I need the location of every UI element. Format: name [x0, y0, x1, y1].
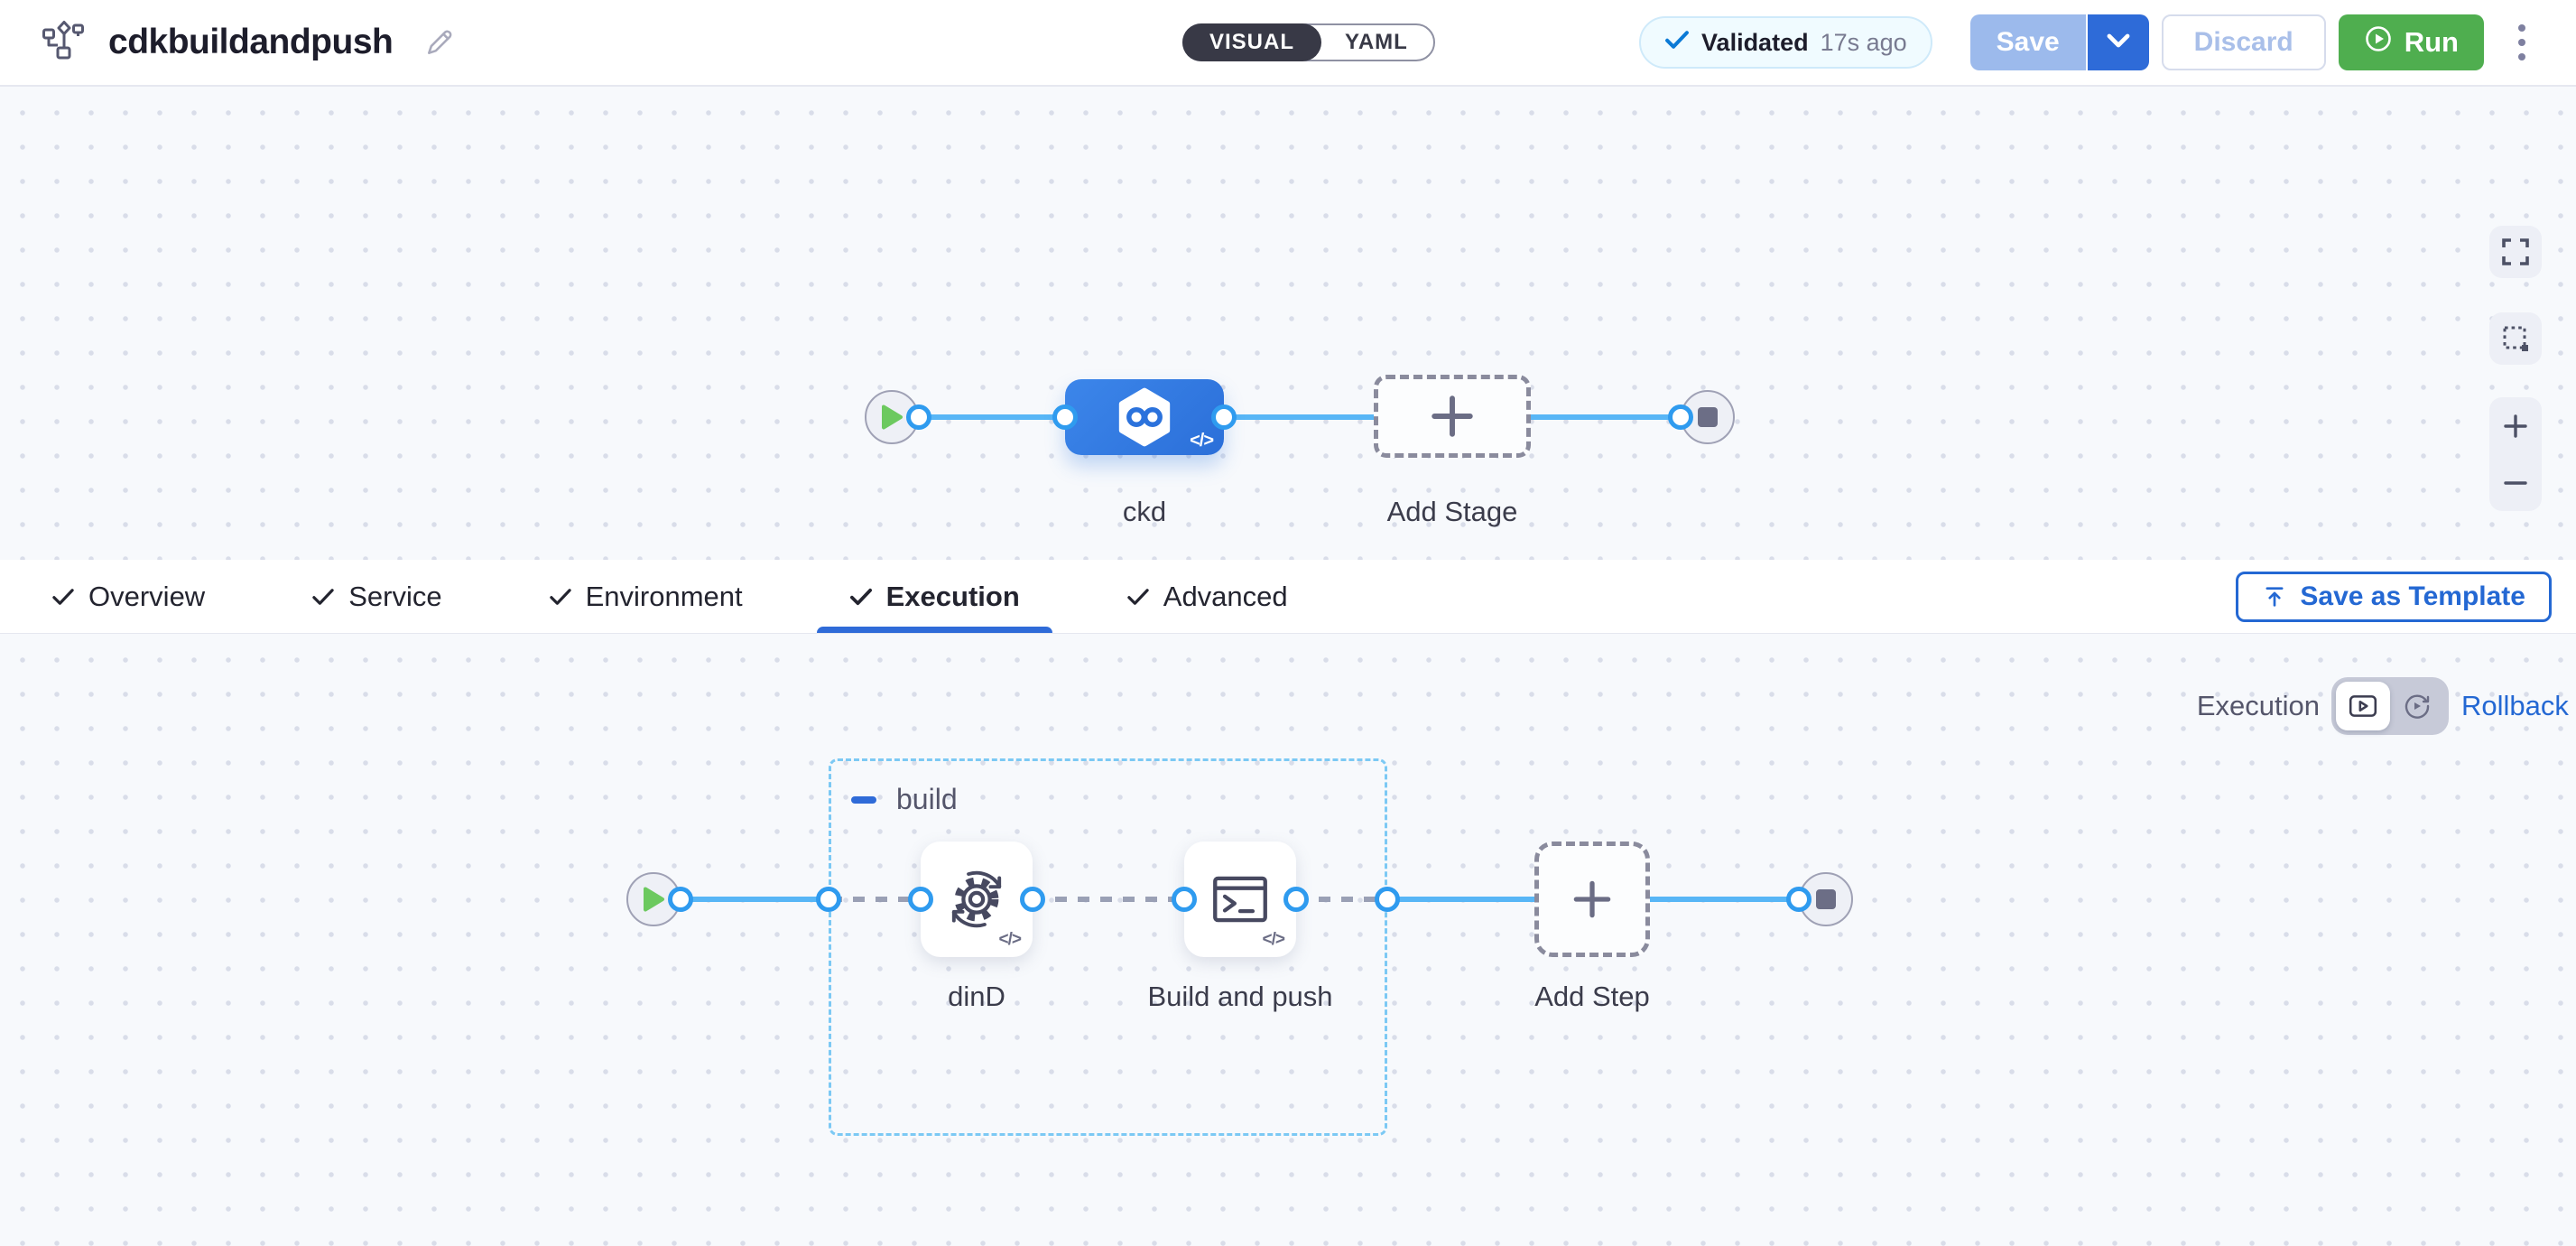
run-button[interactable]: Run — [2338, 14, 2484, 70]
check-icon — [312, 588, 334, 605]
step-node-build-and-push[interactable]: </> — [1184, 842, 1296, 957]
rollback-mode-button[interactable] — [2390, 682, 2444, 730]
add-step-button[interactable] — [1534, 842, 1650, 957]
save-as-template-button[interactable]: Save as Template — [2236, 572, 2552, 622]
step-node-dind[interactable]: </> — [921, 842, 1033, 957]
tab-label: Environment — [585, 580, 743, 612]
check-icon — [1127, 588, 1149, 605]
connector-dot — [1283, 887, 1309, 912]
tab-label: Advanced — [1163, 580, 1288, 612]
connector-dot — [906, 404, 931, 430]
connector-dot — [1786, 887, 1812, 912]
execution-rollback-toggle — [2331, 677, 2449, 735]
run-step-terminal-icon — [1213, 876, 1267, 923]
stage-name-label: ckd — [1122, 496, 1167, 527]
stage-flow-line — [913, 414, 1681, 420]
toggle-yaml[interactable]: YAML — [1345, 30, 1408, 54]
step-code-badge: </> — [998, 930, 1023, 949]
tab-label: Overview — [88, 580, 206, 612]
connector-dot — [1668, 404, 1693, 430]
rollback-icon — [2405, 694, 2430, 719]
step-group-build: build — [829, 758, 1387, 1136]
pipeline-brand: cdkbuildandpush — [42, 19, 456, 67]
stage-config-tabs: Overview Service Environment Execution A… — [0, 560, 2576, 634]
zoom-controls — [2489, 397, 2542, 511]
more-options-icon[interactable] — [2504, 14, 2540, 70]
collapse-group-icon[interactable] — [851, 795, 876, 804]
add-stage-label: Add Stage — [1386, 496, 1518, 527]
execution-mode-button[interactable] — [2336, 682, 2390, 730]
chevron-down-icon — [2107, 33, 2130, 52]
flow-line-dashed — [1033, 897, 1184, 902]
run-play-icon — [2364, 24, 2393, 60]
dind-service-icon — [951, 870, 1002, 928]
add-step-label: Add Step — [1534, 981, 1650, 1012]
tab-environment[interactable]: Environment — [549, 560, 743, 633]
connector-dot — [908, 887, 933, 912]
connector-dot — [1052, 404, 1078, 430]
plus-icon — [1573, 880, 1611, 918]
connector-dot — [816, 887, 841, 912]
flow-line-solid — [677, 897, 830, 902]
plus-icon — [1432, 395, 1473, 437]
add-stage-button[interactable] — [1374, 375, 1531, 458]
validation-status-text: Validated — [1701, 28, 1809, 56]
zoom-in-icon[interactable] — [2489, 397, 2542, 454]
selection-marquee-icon[interactable] — [2489, 312, 2542, 365]
save-split-button: Save — [1969, 14, 2149, 70]
zoom-out-icon[interactable] — [2489, 454, 2542, 511]
tab-label: Service — [348, 580, 442, 612]
connector-dot — [1211, 404, 1237, 430]
group-name-label: build — [896, 783, 958, 815]
check-icon — [52, 588, 74, 605]
connector-dot — [668, 887, 693, 912]
upload-icon — [2266, 587, 2284, 607]
save-button[interactable]: Save — [1969, 14, 2086, 70]
validated-check-icon — [1664, 29, 1690, 57]
visual-yaml-toggle: VISUAL YAML — [1182, 23, 1435, 61]
connector-dot — [1020, 887, 1045, 912]
tab-execution[interactable]: Execution — [816, 560, 1052, 633]
step-name-label: dinD — [948, 981, 1005, 1012]
execution-mode-label: Execution — [2196, 690, 2320, 721]
stop-icon — [1698, 407, 1718, 427]
tab-label: Execution — [885, 580, 1020, 612]
execution-play-icon — [2349, 695, 2377, 717]
check-icon — [849, 588, 872, 605]
connector-dot — [1172, 887, 1197, 912]
validation-time: 17s ago — [1820, 28, 1907, 56]
rollback-link[interactable]: Rollback — [2461, 690, 2569, 721]
flow-line-dashed — [1296, 897, 1387, 902]
tab-advanced[interactable]: Advanced — [1126, 560, 1288, 633]
top-header: cdkbuildandpush VISUAL YAML Validated 17… — [0, 0, 2576, 87]
stop-icon — [1816, 889, 1836, 909]
header-actions: Validated 17s ago Save Discard Run — [1639, 14, 2540, 70]
pipeline-icon — [42, 19, 85, 67]
save-options-button[interactable] — [2085, 14, 2149, 70]
group-header: build — [851, 783, 958, 816]
page-title: cdkbuildandpush — [108, 23, 394, 61]
tab-service[interactable]: Service — [311, 560, 442, 633]
fullscreen-icon[interactable] — [2489, 226, 2542, 278]
run-label: Run — [2404, 26, 2459, 58]
step-code-badge: </> — [1262, 930, 1286, 949]
tab-overview[interactable]: Overview — [51, 560, 205, 633]
check-icon — [549, 588, 571, 605]
flow-line-dashed — [830, 897, 921, 902]
stage-code-badge: </> — [1190, 431, 1214, 451]
ci-stage-icon — [1118, 387, 1171, 447]
validation-status-pill[interactable]: Validated 17s ago — [1639, 16, 1932, 69]
stage-node-ckd[interactable]: </> — [1065, 379, 1224, 455]
edit-title-icon[interactable] — [423, 26, 456, 59]
save-as-template-label: Save as Template — [2300, 581, 2525, 611]
active-tab-underline — [816, 627, 1052, 633]
start-play-icon — [644, 887, 664, 912]
connector-dot — [1375, 887, 1400, 912]
execution-canvas: Execution Rollback build — [0, 634, 2576, 1246]
discard-button[interactable]: Discard — [2161, 14, 2326, 70]
start-play-icon — [882, 404, 903, 430]
stage-canvas: </> ckd Add Stage — [0, 87, 2576, 560]
step-name-label: Build and push — [1147, 981, 1333, 1012]
toggle-visual[interactable]: VISUAL — [1182, 23, 1322, 61]
